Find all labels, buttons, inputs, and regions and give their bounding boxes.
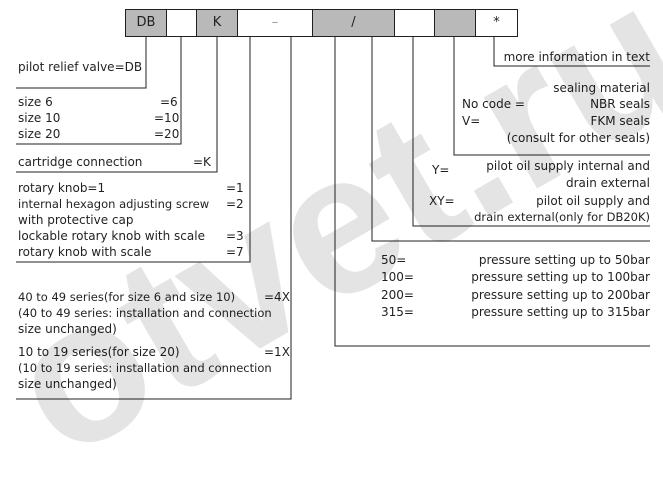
size-20-code: =20	[154, 127, 180, 141]
size-6-code: =6	[160, 95, 178, 109]
adjust-7-code: =7	[226, 245, 244, 259]
size-10-code: =10	[154, 111, 180, 125]
pressure-100-code: 100=	[381, 270, 414, 284]
code-box-pilot-oil	[434, 9, 476, 37]
code-box-db: DB	[125, 9, 167, 37]
pilot-oil-y-code: Y=	[432, 163, 450, 177]
pressure-200-code: 200=	[381, 288, 414, 302]
pilot-oil-xy-line1: pilot oil supply and	[536, 194, 650, 208]
more-info-label: more information in text	[503, 50, 650, 64]
series2-line1: 10 to 19 series(for size 20)	[18, 345, 180, 359]
pressure-100-text: pressure setting up to 100bar	[471, 270, 650, 284]
series1-code: =4X	[264, 290, 290, 304]
code-box-pressure	[394, 9, 435, 37]
seal-title: sealing material	[553, 81, 650, 95]
adjust-3-code: =3	[226, 229, 244, 243]
line-db	[16, 37, 147, 89]
pilot-oil-y-line2: drain external	[565, 176, 650, 190]
pressure-315-text: pressure setting up to 315bar	[471, 305, 650, 319]
pressure-200-text: pressure setting up to 200bar	[471, 288, 650, 302]
line-size	[16, 37, 182, 145]
connector-lines	[16, 37, 650, 400]
pilot-oil-xy-code: XY=	[429, 194, 455, 208]
pilot-oil-y-line1: pilot oil supply internal and	[486, 159, 650, 173]
series1-line2: (40 to 49 series: installation and conne…	[18, 306, 272, 320]
line-pilot-oil-y	[371, 37, 650, 242]
series1-line3: size unchanged)	[18, 322, 117, 336]
size-6-label: size 6	[18, 95, 53, 109]
code-box-adjust: –	[237, 9, 313, 37]
adjust-7-label: rotary knob with scale	[18, 245, 152, 259]
cartridge-label: cartridge connection	[18, 155, 143, 169]
adjust-3-label: lockable rotary knob with scale	[18, 229, 205, 243]
pressure-50-code: 50=	[381, 253, 407, 267]
adjust-1-code: =1	[226, 181, 244, 195]
line-pressure	[334, 37, 650, 347]
pilot-label: pilot relief valve=DB	[18, 60, 143, 74]
series2-line3: size unchanged)	[18, 377, 117, 391]
series2-code: =1X	[264, 345, 290, 359]
code-box-size	[166, 9, 197, 37]
series1-line1: 40 to 49 series(for size 6 and size 10)	[18, 290, 236, 304]
seal-nocode: No code =	[462, 97, 525, 111]
seal-v: V=	[462, 114, 481, 128]
adjust-1-label: rotary knob=1	[18, 181, 106, 195]
line-k	[16, 37, 218, 173]
seal-nbr: NBR seals	[590, 97, 650, 111]
pilot-oil-xy-line2: drain external(only for DB20K)	[474, 210, 650, 224]
pressure-50-text: pressure setting up to 50bar	[478, 253, 650, 267]
code-box-more: *	[475, 9, 518, 37]
seal-consult: (consult for other seals)	[506, 131, 650, 145]
cartridge-code: =K	[193, 155, 211, 169]
pressure-315-code: 315=	[381, 305, 414, 319]
series2-line2: (10 to 19 series: installation and conne…	[18, 361, 272, 375]
adjust-2-cap-label: with protective cap	[18, 213, 134, 227]
seal-fkm: FKM seals	[590, 114, 650, 128]
line-adjust	[16, 37, 251, 263]
line-pilot-oil-xy	[412, 37, 650, 227]
line-seal	[453, 37, 650, 156]
size-20-label: size 20	[18, 127, 61, 141]
size-10-label: size 10	[18, 111, 61, 125]
line-more	[493, 37, 650, 67]
adjust-2-label: internal hexagon adjusting screw	[18, 197, 210, 211]
line-series	[16, 37, 292, 400]
adjust-2-code: =2	[226, 197, 244, 211]
